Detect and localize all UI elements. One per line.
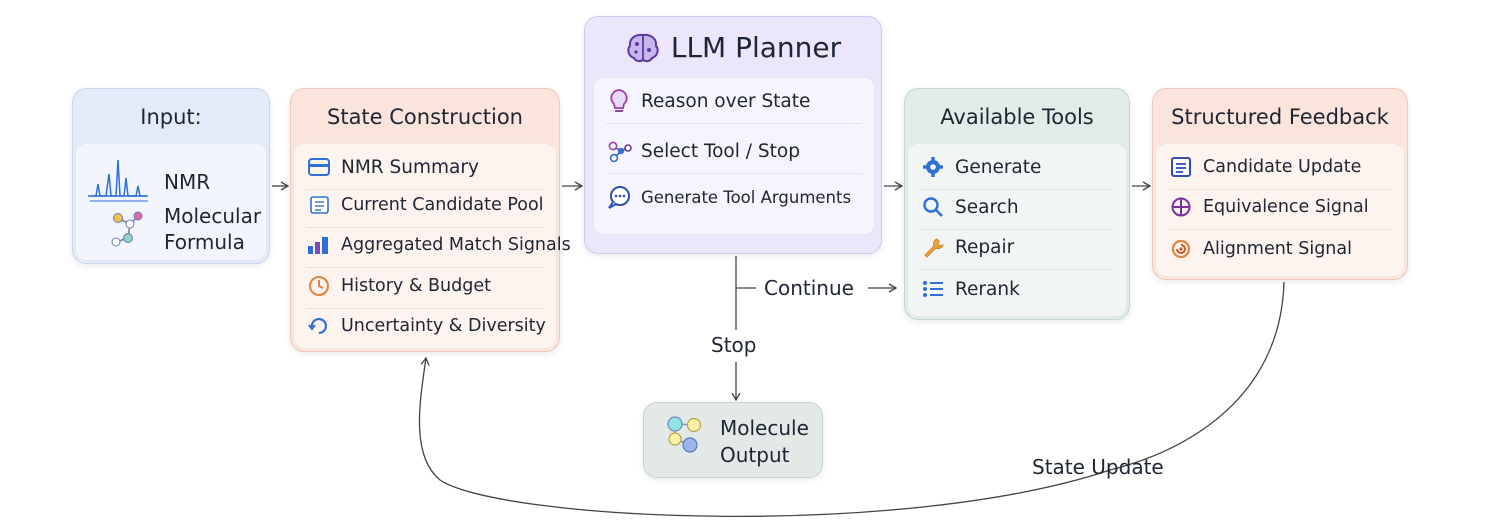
state-item-uncertainty: Uncertainty & Diversity <box>306 313 546 339</box>
tools-inner: Generate Search Repair Rerank <box>907 143 1127 317</box>
state-item-label: NMR Summary <box>341 156 479 178</box>
chat-bubble-icon <box>606 184 632 210</box>
tool-item-repair: Repair <box>920 234 1114 270</box>
state-item-match-signals: Aggregated Match Signals <box>306 232 571 268</box>
document-lines-icon <box>1168 154 1194 180</box>
state-update-loop <box>418 281 1285 517</box>
search-icon <box>920 194 946 220</box>
input-title: Input: <box>140 105 202 129</box>
nmr-spectrum-icon <box>88 159 148 202</box>
tool-item-label: Rerank <box>955 278 1020 300</box>
molecule-output-panel: Molecule Output <box>643 402 823 478</box>
planner-title: LLM Planner <box>670 31 842 64</box>
planner-item-label: Generate Tool Arguments <box>641 187 852 207</box>
gear-icon <box>920 154 946 180</box>
state-construction-inner: NMR Summary Current Candidate Pool Aggre… <box>293 143 571 349</box>
state-construction-title: State Construction <box>327 105 523 129</box>
feedback-item-candidate-update: Candidate Update <box>1168 154 1392 190</box>
llm-planner-panel: LLM Planner Reason over State Select Too… <box>584 16 882 254</box>
feedback-inner: Candidate Update Equivalence Signal Alig… <box>1155 143 1405 277</box>
spiral-target-icon <box>1168 236 1194 262</box>
edge-label-continue: Continue <box>764 276 854 300</box>
state-item-candidate-pool: Current Candidate Pool <box>306 192 544 228</box>
feedback-item-equivalence: Equivalence Signal <box>1168 194 1392 230</box>
state-item-history-budget: History & Budget <box>306 273 544 309</box>
input-item-molecular: Molecular <box>164 204 262 228</box>
list-icon <box>920 276 946 302</box>
input-item-formula: Formula <box>164 230 245 254</box>
state-item-label: History & Budget <box>341 276 491 296</box>
edge-label-stop: Stop <box>711 333 757 357</box>
edge-label-state-update: State Update <box>1032 455 1164 479</box>
molecule-icon <box>111 211 143 247</box>
planner-item-label: Select Tool / Stop <box>641 140 800 162</box>
feedback-item-alignment: Alignment Signal <box>1168 236 1392 262</box>
molecule-output-icon <box>667 416 702 453</box>
output-line-output: Output <box>720 443 790 467</box>
feedback-item-label: Equivalence Signal <box>1203 197 1369 217</box>
planner-item-select-tool: Select Tool / Stop <box>606 138 862 174</box>
state-item-nmr-summary: NMR Summary <box>306 154 544 190</box>
tool-item-generate: Generate <box>920 154 1114 190</box>
planner-item-generate-args: Generate Tool Arguments <box>606 184 862 210</box>
wrench-icon <box>920 234 946 260</box>
state-construction-panel: State Construction NMR Summary Current C… <box>290 88 571 352</box>
summary-card-icon <box>306 154 332 180</box>
structured-feedback-panel: Structured Feedback Candidate Update Equ… <box>1152 88 1408 280</box>
planner-inner: Reason over State Select Tool / Stop Gen… <box>593 77 875 235</box>
lightbulb-icon <box>606 88 632 114</box>
state-item-label: Current Candidate Pool <box>341 195 544 215</box>
tools-title: Available Tools <box>940 105 1094 129</box>
tool-item-search: Search <box>920 194 1114 230</box>
circle-plus-icon <box>1168 194 1194 220</box>
planner-item-reason: Reason over State <box>606 88 862 124</box>
state-item-label: Uncertainty & Diversity <box>341 316 546 336</box>
clock-icon <box>306 273 332 299</box>
available-tools-panel: Available Tools Generate Search Repair R… <box>904 88 1130 320</box>
tool-item-rerank: Rerank <box>920 276 1114 302</box>
state-item-label: Aggregated Match Signals <box>341 235 571 255</box>
tool-item-label: Search <box>955 196 1019 218</box>
refresh-cycle-icon <box>306 313 332 339</box>
molecule-nodes-icon <box>606 138 632 164</box>
brain-icon <box>625 32 661 64</box>
planner-item-label: Reason over State <box>641 90 811 112</box>
feedback-title: Structured Feedback <box>1171 105 1389 129</box>
input-panel: Input: NMR Molecular Formula <box>72 88 270 264</box>
output-line-molecule: Molecule <box>720 416 809 440</box>
tool-item-label: Repair <box>955 236 1015 258</box>
input-item-nmr: NMR <box>164 170 211 194</box>
input-inner: NMR Molecular Formula <box>75 143 267 261</box>
planner-header: LLM Planner <box>585 31 881 64</box>
tool-item-label: Generate <box>955 156 1042 178</box>
feedback-item-label: Candidate Update <box>1203 157 1362 177</box>
feedback-item-label: Alignment Signal <box>1203 239 1352 259</box>
document-stack-icon <box>306 192 332 218</box>
bar-chart-icon <box>306 232 332 258</box>
